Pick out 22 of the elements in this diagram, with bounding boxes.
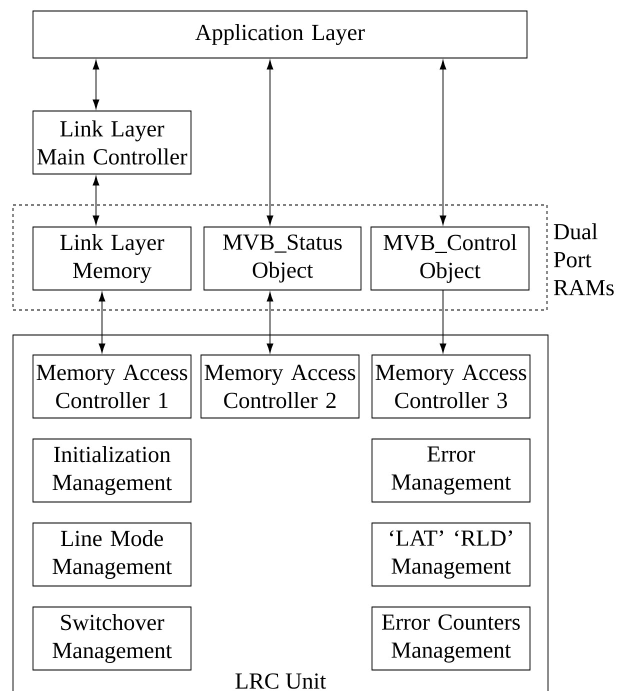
block-box: Link Layer Main Controller — [32, 110, 192, 174]
arrow — [92, 60, 100, 109]
block-box: Error Management — [372, 438, 530, 502]
block-box: Initialization Management — [32, 438, 192, 502]
block-box: Memory Access Controller 3 — [372, 354, 530, 418]
block-box: MVB_Status Object — [204, 226, 362, 290]
arrow — [92, 176, 100, 225]
arrow — [440, 290, 446, 353]
block-box: Line Mode Management — [32, 522, 192, 586]
block-box: MVB_Control Object — [370, 226, 530, 290]
block-box: Link Layer Memory — [32, 226, 192, 290]
node-label: Dual Port RAMs — [554, 223, 614, 296]
block-box: ‘LAT’ ‘RLD’ Management — [372, 522, 530, 586]
arrow — [440, 60, 446, 225]
arrow — [266, 292, 274, 353]
arrow — [266, 60, 274, 225]
block-box: Memory Access Controller 1 — [32, 354, 192, 418]
block-box: Memory Access Controller 2 — [200, 354, 360, 418]
block-box: Error Counters Management — [372, 606, 530, 670]
block-box: Switchover Management — [32, 606, 192, 670]
arrow — [98, 292, 106, 353]
block-box: Application Layer — [32, 10, 528, 58]
